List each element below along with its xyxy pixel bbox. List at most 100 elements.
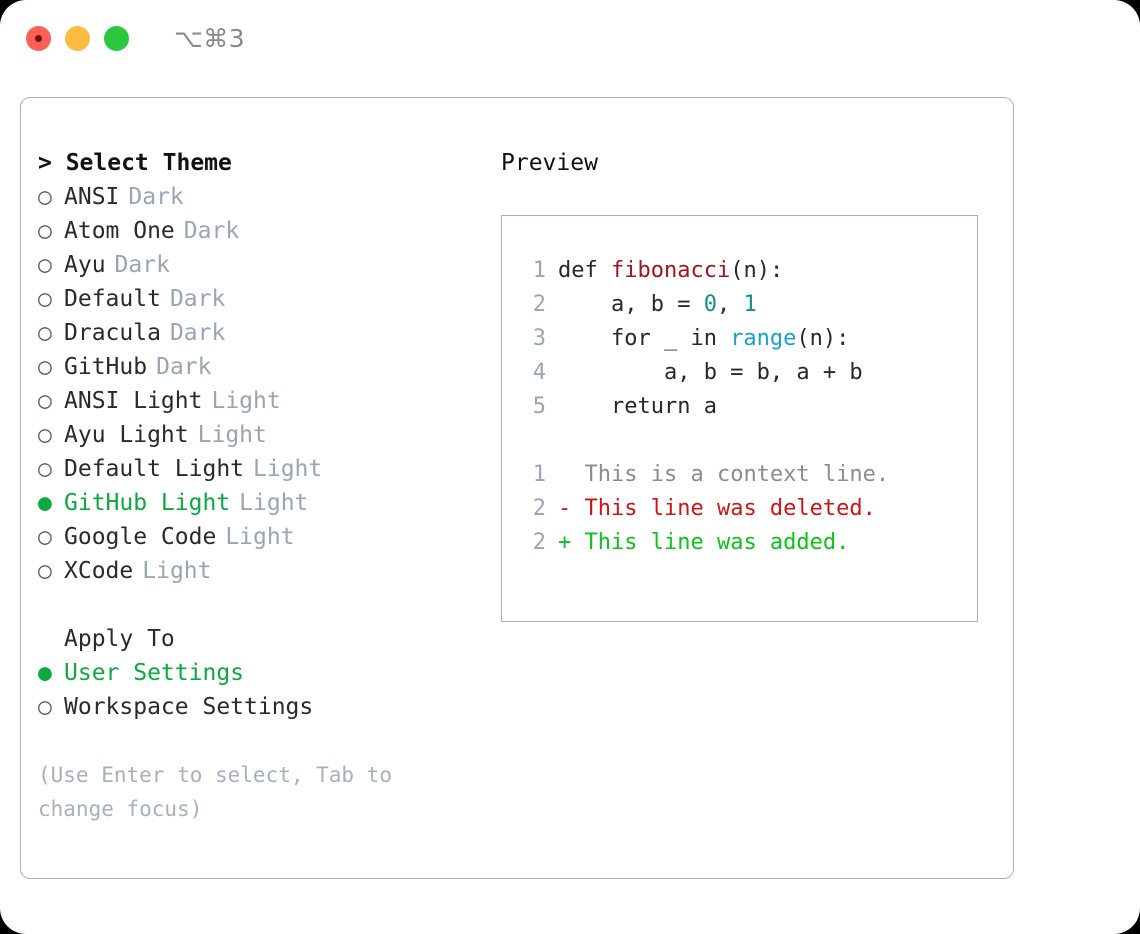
- title-bar: ⌥⌘3: [0, 0, 1140, 76]
- radio-unselected-icon: ○: [38, 286, 52, 312]
- preview-title: Preview: [501, 150, 598, 176]
- theme-option-variant: Light: [253, 456, 323, 482]
- section-spacer: [38, 588, 488, 622]
- theme-option-label: ANSI Light: [64, 388, 203, 414]
- close-button-center-dot: [35, 34, 42, 42]
- diff-sample: 1 This is a context line.2- This line wa…: [520, 458, 977, 560]
- code-token-plain: for _ in: [558, 326, 731, 351]
- theme-option-github-light[interactable]: ● GitHub Light Light: [38, 486, 488, 520]
- maximize-button-icon[interactable]: [104, 25, 129, 51]
- close-button-icon[interactable]: [26, 25, 51, 51]
- code-line: 4 a, b = b, a + b: [520, 356, 977, 390]
- apply-to-title: Apply To: [64, 626, 175, 652]
- diff-text: This line was deleted.: [584, 496, 876, 521]
- radio-unselected-icon: ○: [38, 218, 52, 244]
- code-line-number: 2: [532, 292, 546, 317]
- apply-to-option-label: User Settings: [64, 660, 245, 686]
- theme-option-variant: Light: [142, 558, 212, 584]
- theme-option-label: XCode: [64, 558, 134, 584]
- diff-text: This line was added.: [584, 530, 850, 555]
- code-diff-spacer: [520, 424, 977, 458]
- radio-unselected-icon: ○: [38, 252, 52, 278]
- code-token-num: 0: [703, 292, 717, 317]
- radio-selected-icon: ●: [38, 490, 52, 516]
- radio-unselected-icon: ○: [38, 184, 52, 210]
- code-line-number: 1: [532, 258, 546, 283]
- apply-to-option-user-settings[interactable]: ● User Settings: [38, 656, 488, 690]
- diff-sign: [558, 462, 585, 487]
- code-line: 3 for _ in range(n):: [520, 322, 977, 356]
- radio-unselected-icon: ○: [38, 320, 52, 346]
- select-theme-header: > Select Theme: [38, 150, 232, 176]
- radio-unselected-icon: ○: [38, 694, 52, 720]
- theme-option-label: Ayu Light: [64, 422, 189, 448]
- diff-text: This is a context line.: [584, 462, 890, 487]
- theme-option-variant: Light: [211, 388, 281, 414]
- apply-to-option-workspace-settings[interactable]: ○ Workspace Settings: [38, 690, 488, 724]
- code-line-number: 4: [532, 360, 546, 385]
- code-token-plain: a, b =: [558, 292, 704, 317]
- code-line-number: 5: [532, 394, 546, 419]
- radio-selected-icon: ●: [38, 660, 52, 686]
- radio-unselected-icon: ○: [38, 558, 52, 584]
- theme-option-variant: Dark: [128, 184, 184, 210]
- theme-option-variant: Light: [239, 490, 309, 516]
- traffic-light-buttons: [26, 25, 129, 51]
- theme-option-variant: Dark: [183, 218, 240, 244]
- code-token-plain: a, b = b, a + b: [558, 360, 863, 385]
- theme-option-label: Dracula: [64, 320, 161, 346]
- code-token-plain: (n):: [730, 258, 784, 283]
- code-token-plain: def: [558, 258, 611, 283]
- keyboard-hint-text: (Use Enter to select, Tab to change focu…: [38, 763, 393, 821]
- code-line-number: 3: [532, 326, 546, 351]
- theme-option-variant: Dark: [156, 354, 212, 380]
- code-token-num: 1: [743, 292, 757, 317]
- diff-line-number: 2: [532, 496, 546, 521]
- diff-line-add: 2 + This line was added.: [520, 526, 977, 560]
- theme-option-label: Google Code: [64, 524, 217, 550]
- theme-option-label: Default Light: [64, 456, 245, 482]
- theme-option-default[interactable]: ○ Default Dark: [38, 282, 488, 316]
- code-token-plain: return a: [558, 394, 717, 419]
- apply-to-option-list: ● User Settings ○ Workspace Settings: [38, 656, 488, 724]
- theme-option-variant: Dark: [169, 286, 226, 312]
- code-line: 2 a, b = 0, 1: [520, 288, 977, 322]
- theme-option-default-light[interactable]: ○ Default Light Light: [38, 452, 488, 486]
- theme-option-ansi[interactable]: ○ ANSI Dark: [38, 180, 488, 214]
- code-token-plain: (n):: [796, 326, 850, 351]
- theme-option-xcode[interactable]: ○ XCode Light: [38, 554, 488, 588]
- radio-unselected-icon: ○: [38, 456, 52, 482]
- diff-line-del: 2- This line was deleted.: [520, 492, 977, 526]
- apply-to-option-label: Workspace Settings: [64, 694, 314, 720]
- theme-option-label: Default: [64, 286, 161, 312]
- diff-line-number: 2: [532, 530, 546, 555]
- diff-sign: -: [558, 496, 585, 521]
- code-token-fn: fibonacci: [610, 258, 731, 283]
- theme-option-variant: Light: [225, 524, 295, 550]
- keyboard-shortcut-label: ⌥⌘3: [174, 23, 246, 53]
- theme-option-label: ANSI: [64, 184, 120, 210]
- minimize-button-icon[interactable]: [65, 25, 90, 51]
- code-line: 1 def fibonacci(n):: [520, 254, 977, 288]
- radio-unselected-icon: ○: [38, 388, 52, 414]
- code-line: 5 return a: [520, 390, 977, 424]
- theme-option-variant: Light: [197, 422, 267, 448]
- theme-option-label: Ayu: [64, 252, 106, 278]
- theme-option-label: GitHub Light: [64, 490, 231, 516]
- diff-sign: +: [558, 530, 585, 555]
- theme-option-ansi-light[interactable]: ○ ANSI Light Light: [38, 384, 488, 418]
